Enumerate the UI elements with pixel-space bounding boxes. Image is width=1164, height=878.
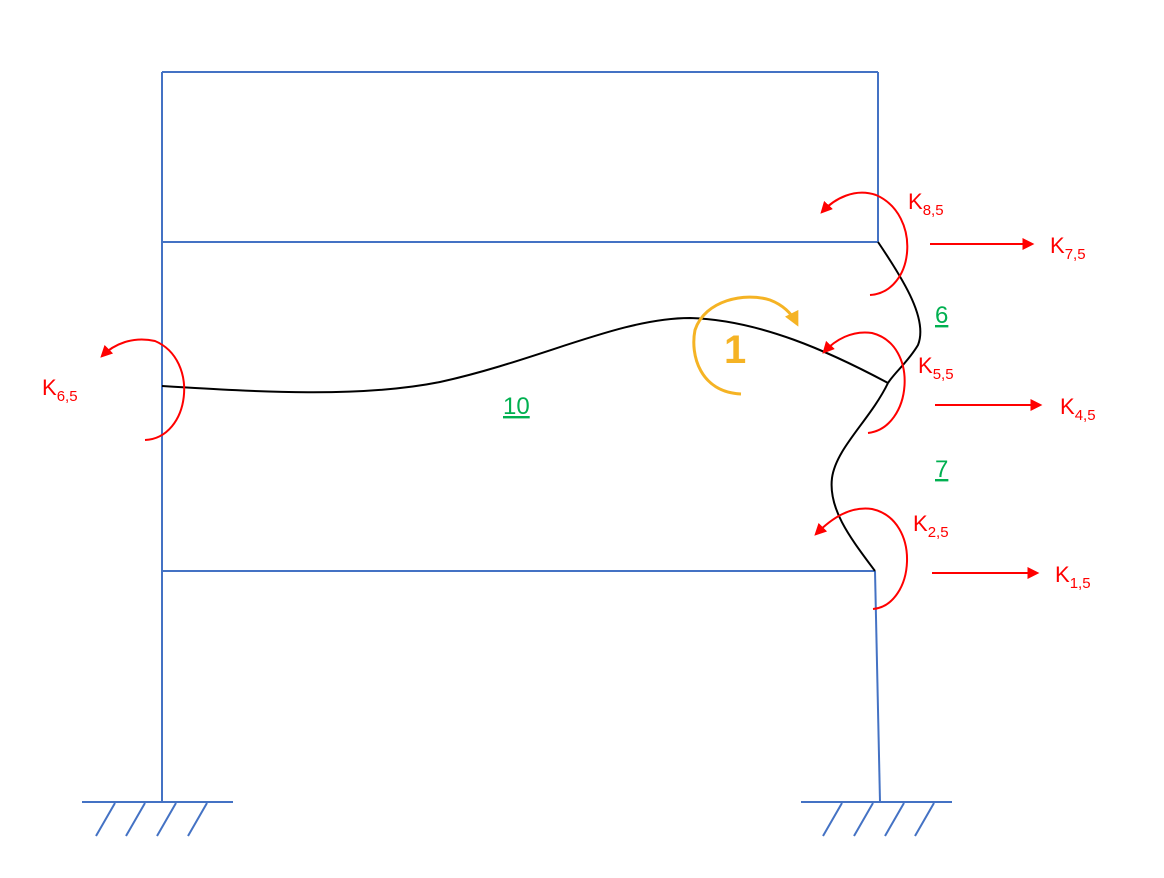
deformed-shape (161, 241, 922, 572)
member-6-label: 6 (935, 302, 948, 329)
k85-label: K8,5 (908, 189, 944, 219)
k55-label: K5,5 (918, 353, 954, 383)
right-fixed-support (801, 801, 952, 837)
k85-rotation-arrow (820, 191, 909, 296)
k25-label: K2,5 (913, 511, 949, 541)
right-column-lower (874, 570, 881, 803)
k15-label: K1,5 (1055, 562, 1091, 592)
k75-label: K7,5 (1050, 233, 1086, 263)
applied-load-label: 1 (724, 328, 746, 372)
frame (161, 71, 881, 803)
left-fixed-support (82, 801, 233, 837)
deformed-column-7 (830, 382, 889, 572)
stiffness-indicators (100, 191, 1043, 610)
k25-rotation-arrow (814, 507, 908, 610)
deformed-column-6 (877, 241, 922, 384)
k65-label: K6,5 (42, 375, 78, 405)
member-10-label: 10 (503, 393, 530, 420)
deformed-beam-10 (161, 316, 889, 394)
applied-rotation-arrow (692, 295, 799, 396)
k55-rotation-arrow (822, 331, 906, 434)
k45-label: K4,5 (1060, 394, 1096, 424)
member-7-label: 7 (935, 456, 948, 483)
k65-rotation-arrow (100, 338, 186, 441)
